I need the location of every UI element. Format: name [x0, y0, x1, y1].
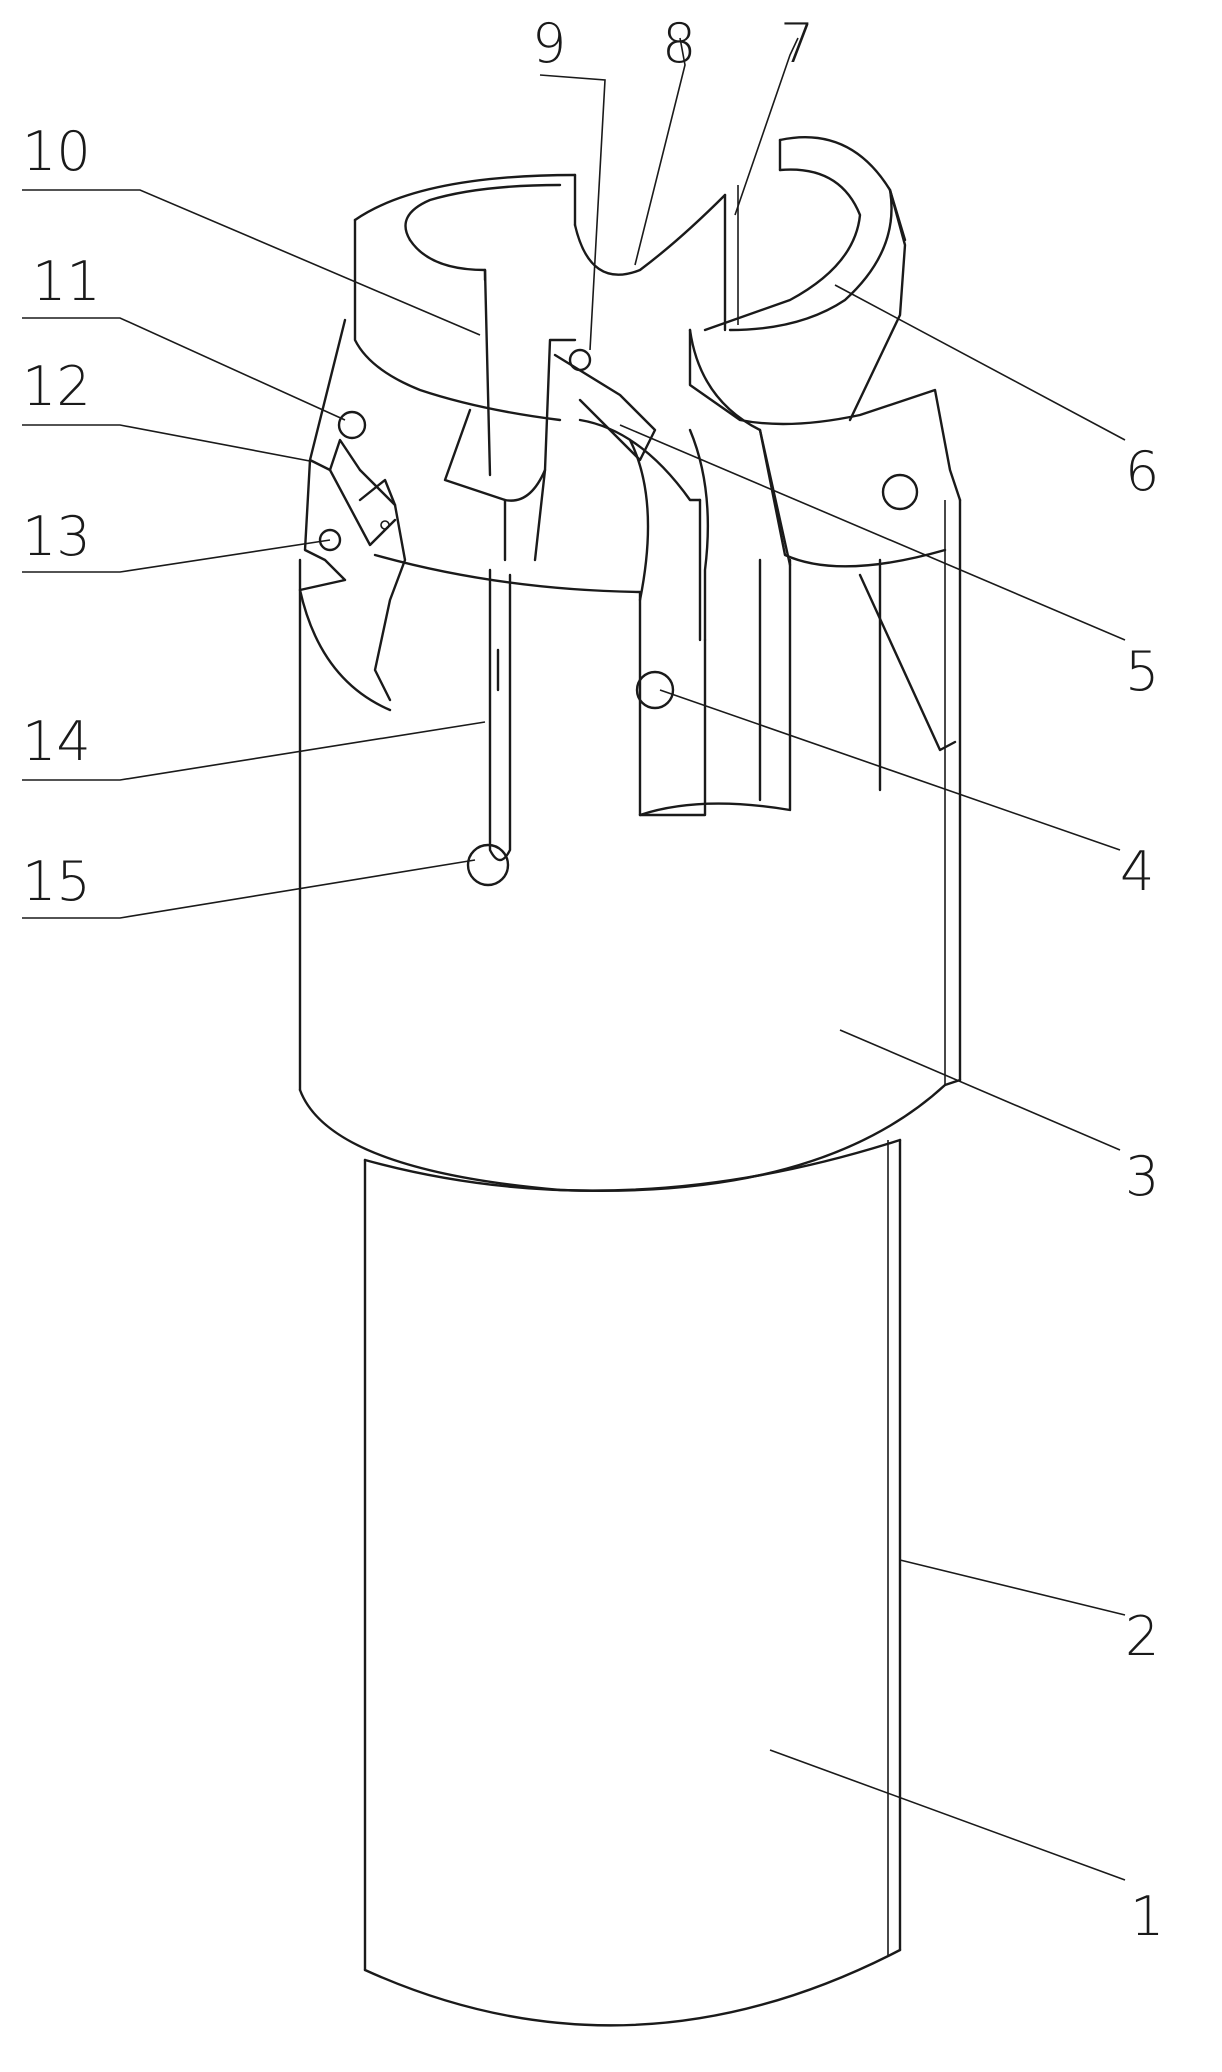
label-6: 6	[1125, 440, 1159, 503]
pin-13-icon	[380, 520, 390, 530]
shank-cylinder	[363, 1138, 902, 2027]
hole-11-icon	[337, 410, 367, 440]
screw-right-icon	[881, 473, 919, 511]
callout-labels: 9 8 7 10 11 12 13 14 15 6 5 4 3 2 1	[22, 12, 1164, 1948]
label-10: 10	[22, 120, 91, 183]
label-13: 13	[22, 505, 91, 568]
clamp-wedge	[443, 338, 792, 862]
label-14: 14	[22, 710, 91, 773]
label-4: 4	[1120, 840, 1154, 903]
body-cylinder	[298, 498, 962, 1192]
label-8: 8	[662, 12, 696, 75]
label-9: 9	[532, 12, 566, 75]
label-7: 7	[780, 12, 814, 75]
label-15: 15	[22, 850, 91, 913]
left-insert	[298, 318, 407, 712]
crown-ring	[353, 136, 962, 568]
label-3: 3	[1125, 1145, 1159, 1208]
label-1: 1	[1130, 1885, 1164, 1948]
label-2: 2	[1125, 1605, 1159, 1668]
leader-lines	[22, 37, 1126, 1881]
hole-9-icon	[568, 348, 592, 372]
label-5: 5	[1125, 640, 1159, 703]
hole-4-icon	[635, 670, 675, 710]
label-12: 12	[22, 355, 91, 418]
hole-13-icon	[318, 528, 342, 552]
hole-15-icon	[466, 843, 510, 887]
label-11: 11	[32, 250, 101, 313]
